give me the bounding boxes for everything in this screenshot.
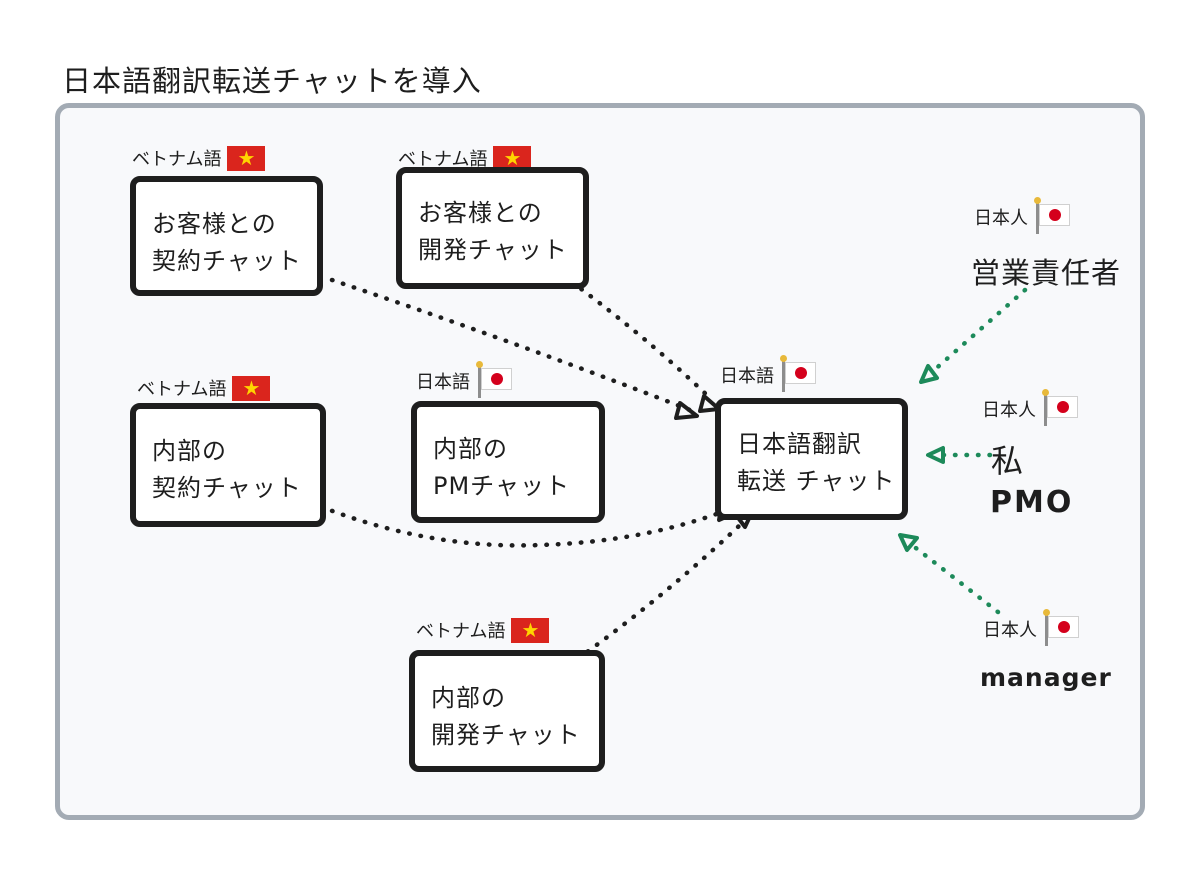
- chat-line: 開発チャット: [431, 721, 581, 749]
- nationality-label-sales: 日本人: [974, 197, 1072, 234]
- chat-box-internal-contract: 内部の 契約チャット: [130, 403, 326, 527]
- connector-manager: [909, 542, 1001, 615]
- nationality-text: 日本人: [982, 400, 1036, 421]
- japan-flag-icon: [780, 355, 818, 392]
- chat-line: お客様との: [418, 199, 543, 227]
- vietnam-flag-icon: ★: [232, 375, 271, 401]
- lang-label-internal-dev: ベトナム語 ★: [416, 617, 550, 643]
- chat-box-pm-chat: 内部の PMチャット: [411, 401, 605, 523]
- nationality-text: 日本人: [974, 208, 1028, 229]
- nationality-label-me: 日本人: [982, 389, 1080, 426]
- lang-label-internal-contract: ベトナム語 ★: [137, 375, 271, 401]
- chat-line: 契約チャット: [152, 247, 302, 275]
- arrowhead-me: [926, 446, 945, 464]
- hub-line: 転送 チャット: [737, 467, 896, 495]
- lang-label-hub: 日本語: [720, 355, 818, 392]
- person-me-name: 私: [991, 442, 1025, 480]
- vietnam-flag-icon: ★: [227, 145, 266, 171]
- arrowhead-manager: [898, 533, 919, 552]
- lang-label-customer-contract: ベトナム語 ★: [132, 145, 266, 171]
- arrowhead-customer-dev: [698, 394, 721, 413]
- arrowhead-customer-contract: [674, 401, 699, 420]
- chat-line: 内部の: [152, 437, 227, 465]
- lang-text: 日本語: [720, 366, 774, 387]
- lang-text: 日本語: [416, 372, 470, 393]
- japan-flag-icon: [1042, 389, 1080, 426]
- lang-text: ベトナム語: [137, 379, 227, 400]
- lang-label-pm-chat: 日本語: [416, 361, 514, 398]
- arrowhead-sales: [919, 364, 939, 384]
- chat-box-internal-dev: 内部の 開発チャット: [409, 650, 605, 772]
- diagram-title: 日本語翻訳転送チャットを導入: [62, 64, 482, 98]
- nationality-text: 日本人: [983, 620, 1037, 641]
- chat-line: 契約チャット: [152, 474, 302, 502]
- person-manager-role: manager: [980, 663, 1112, 692]
- lang-text: ベトナム語: [398, 149, 488, 170]
- chat-box-customer-contract: お客様との 契約チャット: [130, 176, 323, 296]
- nationality-label-manager: 日本人: [983, 609, 1081, 646]
- chat-line: 内部の: [433, 435, 508, 463]
- chat-box-customer-dev: お客様との 開発チャット: [396, 167, 589, 289]
- vietnam-flag-icon: ★: [493, 145, 532, 171]
- japan-flag-icon: [1043, 609, 1081, 646]
- lang-text: ベトナム語: [132, 149, 222, 170]
- chat-line: PMチャット: [433, 472, 570, 500]
- chat-line: 開発チャット: [418, 236, 568, 264]
- japan-flag-icon: [1034, 197, 1072, 234]
- person-me-role: PMO: [990, 485, 1074, 520]
- japan-flag-icon: [476, 361, 514, 398]
- person-sales-name: 営業責任者: [971, 256, 1122, 290]
- chat-line: 内部の: [431, 684, 506, 712]
- vietnam-flag-icon: ★: [511, 617, 550, 643]
- connector-sales: [929, 287, 1028, 375]
- chat-line: お客様との: [152, 210, 277, 238]
- hub-translation-chat: 日本語翻訳 転送 チャット: [715, 398, 908, 520]
- lang-text: ベトナム語: [416, 621, 506, 642]
- lang-label-customer-dev: ベトナム語 ★: [398, 145, 532, 171]
- hub-line: 日本語翻訳: [737, 430, 862, 458]
